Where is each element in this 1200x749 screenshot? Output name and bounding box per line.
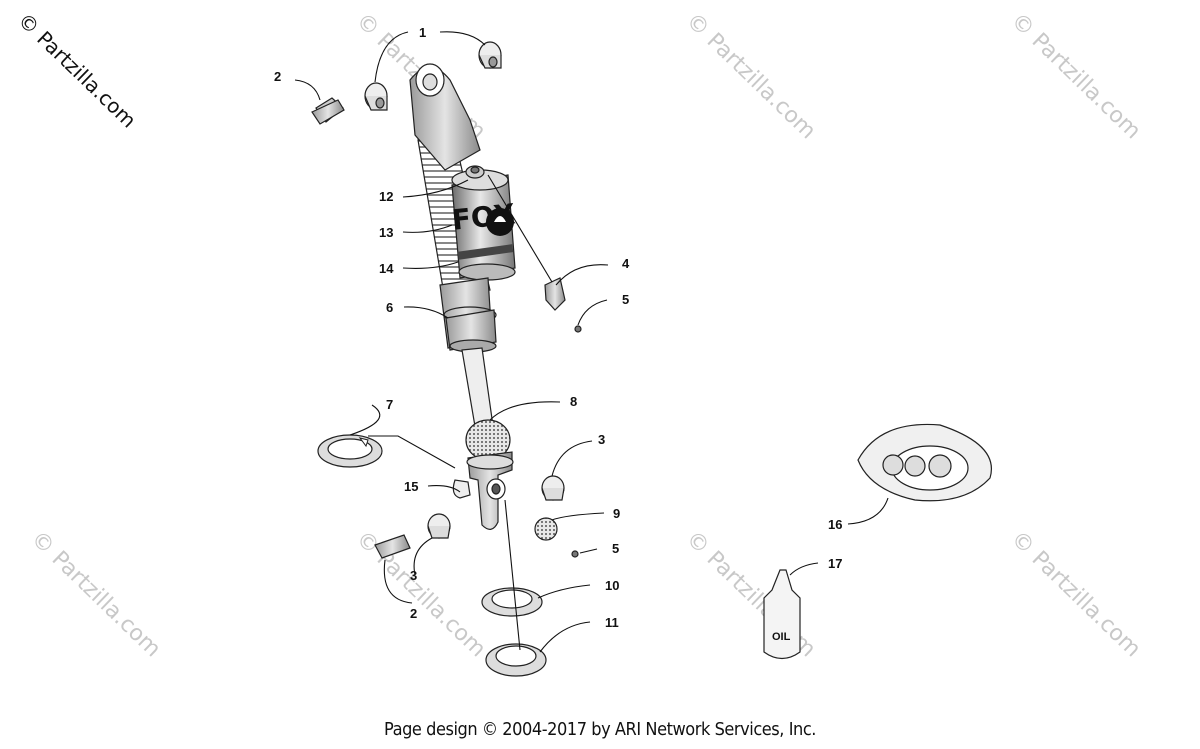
callout-1: 1	[419, 25, 426, 40]
part-7-snap-ring	[317, 434, 383, 468]
lower-eye	[452, 451, 514, 530]
callout-5-lower: 5	[612, 541, 619, 556]
callout-5-upper: 5	[622, 292, 629, 307]
valve-stem	[465, 165, 485, 179]
callout-14: 14	[379, 261, 394, 276]
reservoir: FOX	[450, 169, 517, 281]
callout-13: 13	[379, 225, 393, 240]
part-3-lower-bushings	[427, 475, 565, 539]
callout-3-right: 3	[598, 432, 605, 447]
part-17-oil-bottle: OIL	[763, 569, 801, 660]
part-1-bushings	[364, 41, 502, 111]
callout-10: 10	[605, 578, 619, 593]
shock-body	[439, 277, 497, 353]
leader-lines	[294, 31, 889, 653]
part-10-nut	[481, 587, 543, 617]
callout-16: 16	[828, 517, 842, 532]
callout-8: 8	[570, 394, 577, 409]
part-5-screws	[571, 325, 582, 558]
callout-4: 4	[622, 256, 630, 271]
watermarks: © Partzilla.com © Partzilla.com © Partzi…	[26, 8, 1145, 662]
part-2-lower-sleeve	[374, 534, 411, 559]
callout-7: 7	[386, 397, 393, 412]
part-9-adjuster	[534, 517, 558, 541]
watermark-3: © Partzilla.com	[1006, 8, 1145, 144]
footer-copyright: Page design © 2004-2017 by ARI Network S…	[384, 719, 816, 740]
part-16-seal-kit	[857, 423, 992, 502]
callout-12: 12	[379, 189, 393, 204]
oil-label: OIL	[772, 631, 791, 643]
callout-15: 15	[404, 479, 418, 494]
callouts: 1 2 12 13 14 6 4 5 7 8 3 15 9 5 3 10 2 1…	[274, 25, 842, 630]
part-4-knob	[544, 277, 566, 311]
watermark-7: © Partzilla.com	[1006, 526, 1145, 662]
callout-2-upper: 2	[274, 69, 281, 84]
watermark-4: © Partzilla.com	[26, 526, 165, 662]
callout-11: 11	[605, 615, 619, 630]
callout-2-lower: 2	[410, 606, 417, 621]
callout-3-left: 3	[410, 568, 417, 583]
upper-mount	[409, 63, 481, 171]
callout-6: 6	[386, 300, 393, 315]
watermark-2: © Partzilla.com	[681, 8, 820, 144]
callout-17: 17	[828, 556, 842, 571]
part-11-nut	[485, 643, 547, 677]
callout-9: 9	[613, 506, 620, 521]
part-2-upper-sleeve	[311, 97, 345, 125]
